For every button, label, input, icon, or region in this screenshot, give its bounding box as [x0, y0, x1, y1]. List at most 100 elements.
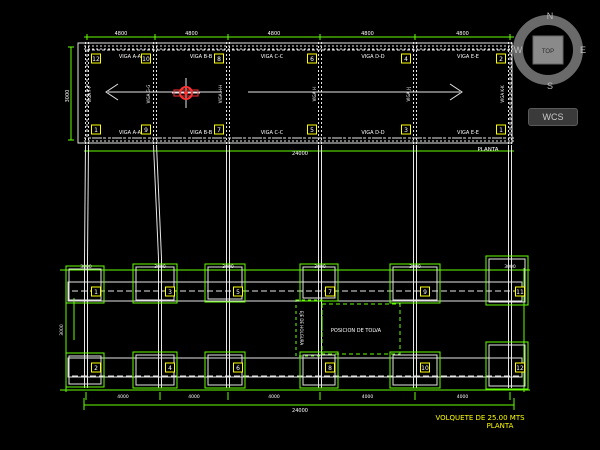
column-tag-box [496, 124, 506, 135]
footing-pedestal [488, 258, 526, 303]
column-tag-box [91, 124, 101, 135]
footing-tag: 3 [168, 289, 172, 296]
viewcube[interactable]: TOP N S W E [513, 11, 586, 91]
dimension-value: 4000 [362, 394, 374, 400]
column-tag: 12 [92, 56, 100, 63]
plan-inner-boundary [86, 49, 511, 139]
footing-tag-box [515, 286, 525, 297]
column-tag-box [401, 53, 411, 64]
dimension-value: 3000 [154, 264, 166, 270]
column-tag: 6 [310, 56, 314, 63]
compass-south-label: S [547, 81, 553, 91]
footing-outline [132, 263, 178, 304]
footing-tag-box [165, 286, 175, 297]
column-tag: 1 [499, 127, 503, 134]
footing-pedestal [302, 266, 336, 299]
footing-tag-box [420, 362, 430, 373]
beam-label: VIGA E-E [457, 54, 479, 60]
dimension-value: 3000 [409, 264, 421, 270]
compass-east-label: E [580, 45, 586, 55]
clearance-axis-zone [295, 299, 323, 357]
column-tag-box [214, 53, 224, 64]
column-tag-box [496, 53, 506, 64]
dimension-value: 24000 [292, 151, 308, 157]
column-tag-box [91, 53, 101, 64]
footing-tag: 7 [328, 289, 332, 296]
dimension-value: 4800 [456, 31, 469, 37]
column-tag: 10 [142, 56, 150, 63]
compass-north-label: N [547, 11, 554, 21]
vertical-beam-label: VIGA K-K [500, 85, 505, 103]
wcs-menu-button[interactable]: WCS [528, 108, 578, 126]
footing-tag: 10 [421, 365, 429, 372]
footing-pedestal [135, 266, 175, 301]
dimension-value: 3000 [80, 264, 92, 270]
footing-outline [204, 263, 246, 303]
dimension-value: 4000 [188, 394, 200, 400]
survey-marker-icon [172, 78, 200, 108]
footing-tag: 5 [236, 289, 240, 296]
footing-tag-box [325, 362, 335, 373]
beam-label: VIGA B-B [190, 130, 213, 136]
dimension-value: 3000 [314, 264, 326, 270]
dimension-value: 4800 [115, 31, 128, 37]
arrow-head-right [449, 83, 463, 101]
column-tag: 3 [404, 127, 408, 134]
footing-tag-box [91, 362, 101, 373]
footing-tag-box [91, 286, 101, 297]
dimension-value: 3000 [504, 264, 516, 270]
compass-west-label: W [514, 45, 523, 55]
column-tag-box [307, 53, 317, 64]
drawing-subtitle: PLANTA [487, 422, 514, 430]
dimension-value: 4800 [268, 31, 281, 37]
column-tag: 5 [310, 127, 314, 134]
column-tag-box [214, 124, 224, 135]
footing-tag: 4 [168, 365, 172, 372]
beam-label: VIGA C-C [261, 54, 284, 60]
alignment-line [153, 144, 159, 259]
alignment-line [156, 144, 162, 259]
footing-tag-box [515, 362, 525, 373]
dimension-value: 3000 [222, 264, 234, 270]
vertical-beam-label: VIGA G-G [146, 85, 151, 104]
dimension-value: 4800 [361, 31, 374, 37]
footing-tag: 1 [94, 289, 98, 296]
footing-tag-box [325, 286, 335, 297]
footing-pedestal [68, 268, 102, 301]
footing-pedestal [392, 266, 438, 301]
footing-tag-box [165, 362, 175, 373]
beam-label: VIGA B-B [190, 54, 213, 60]
footing-outline [65, 265, 105, 304]
viewcube-face-label: TOP [542, 49, 554, 55]
vertical-beam-label: VIGA I-I [312, 87, 317, 102]
beam-label: VIGA C-C [261, 130, 284, 136]
footing-outline [132, 351, 178, 389]
footing-tag-box [233, 286, 243, 297]
footing-tag: 2 [94, 365, 98, 372]
column-tag: 7 [217, 127, 221, 134]
compass-ring [513, 15, 583, 85]
footing-outline [65, 352, 105, 388]
alignment-line [84, 144, 86, 259]
footing-tag: 11 [516, 289, 524, 296]
drawing-title: VOLQUETE DE 25.00 MTS [435, 414, 525, 422]
vertical-beam-label: VIGA F-F [87, 85, 92, 103]
marker-bar [173, 89, 199, 97]
column-tag-box [141, 53, 151, 64]
column-tag: 1 [94, 127, 98, 134]
footing-outline [389, 263, 441, 304]
beam-label: VIGA A-A [119, 54, 142, 60]
footing-pedestal [392, 354, 438, 386]
dimension-value: 4800 [185, 31, 198, 37]
beam-label: VIGA D-D [361, 130, 384, 136]
column-alignment-lines [84, 144, 512, 259]
dimension-value: 3000 [59, 324, 65, 336]
vertical-beam-label: VIGA J-J [406, 87, 411, 102]
footing-tag-box [233, 362, 243, 373]
footing-tag: 12 [516, 365, 524, 372]
dimension-value: 24000 [292, 408, 308, 414]
plan-outline [77, 42, 513, 144]
column-tag-box [401, 124, 411, 135]
column-tag: 9 [144, 127, 148, 134]
